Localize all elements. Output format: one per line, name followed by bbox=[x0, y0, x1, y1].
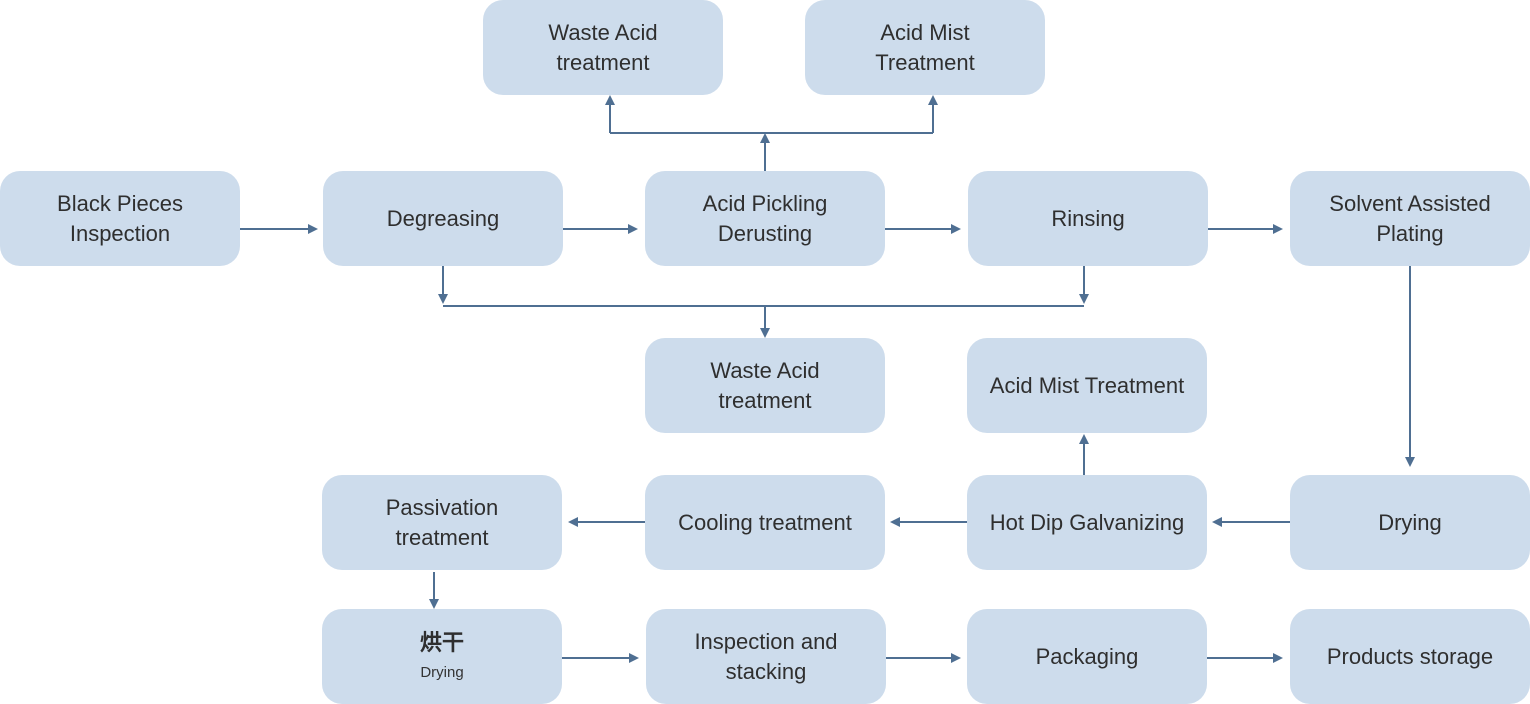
node-packaging: Packaging bbox=[967, 609, 1207, 704]
node-hot-dip-galvanizing: Hot Dip Galvanizing bbox=[967, 475, 1207, 570]
node-label: 烘干 bbox=[419, 630, 464, 656]
node-label: Passivation treatment bbox=[385, 494, 499, 550]
node-acid-mist-treatment-top: Acid Mist Treatment bbox=[805, 0, 1045, 95]
arrowhead bbox=[1405, 457, 1415, 467]
node-label: Waste Acid treatment bbox=[548, 19, 658, 75]
arrowhead bbox=[629, 653, 639, 663]
arrowhead bbox=[951, 653, 961, 663]
arrowhead bbox=[1079, 434, 1089, 444]
node-label: Packaging bbox=[1035, 643, 1139, 669]
node-label: Solvent Assisted Plating bbox=[1329, 190, 1491, 246]
arrowhead bbox=[890, 517, 900, 527]
node-solvent-assisted-plating: Solvent Assisted Plating bbox=[1290, 171, 1530, 266]
arrowhead bbox=[605, 95, 615, 105]
node-label: Hot Dip Galvanizing bbox=[989, 509, 1185, 535]
node-passivation-treatment: Passivation treatment bbox=[322, 475, 562, 570]
arrowhead bbox=[1079, 294, 1089, 304]
node-acid-pickling-derusting: Acid Pickling Derusting bbox=[645, 171, 885, 266]
node-acid-mist-treatment-mid: Acid Mist Treatment bbox=[967, 338, 1207, 433]
arrowhead bbox=[429, 599, 439, 609]
node-degreasing: Degreasing bbox=[323, 171, 563, 266]
node-sublabel: Drying bbox=[420, 663, 464, 681]
node-label: Acid Pickling Derusting bbox=[702, 190, 828, 246]
node-label: Drying bbox=[1378, 509, 1442, 535]
arrowhead bbox=[1273, 224, 1283, 234]
node-label: Inspection and stacking bbox=[694, 628, 838, 684]
arrowhead bbox=[760, 133, 770, 143]
node-drying-cn: 烘干 Drying bbox=[322, 609, 562, 704]
arrowhead bbox=[568, 517, 578, 527]
node-label: Acid Mist Treatment bbox=[875, 19, 975, 75]
node-inspection-and-stacking: Inspection and stacking bbox=[646, 609, 886, 704]
arrowhead bbox=[308, 224, 318, 234]
node-label: Products storage bbox=[1326, 643, 1494, 669]
arrowhead bbox=[928, 95, 938, 105]
node-waste-acid-treatment-mid: Waste Acid treatment bbox=[645, 338, 885, 433]
node-black-pieces-inspection: Black Pieces Inspection bbox=[0, 171, 240, 266]
node-rinsing: Rinsing bbox=[968, 171, 1208, 266]
node-label: Waste Acid treatment bbox=[710, 357, 820, 413]
arrowhead bbox=[1212, 517, 1222, 527]
node-label: Black Pieces Inspection bbox=[57, 190, 183, 246]
node-waste-acid-treatment-top: Waste Acid treatment bbox=[483, 0, 723, 95]
arrowhead bbox=[1273, 653, 1283, 663]
node-label: Acid Mist Treatment bbox=[989, 372, 1185, 398]
node-cooling-treatment: Cooling treatment bbox=[645, 475, 885, 570]
node-products-storage: Products storage bbox=[1290, 609, 1530, 704]
arrowhead bbox=[760, 328, 770, 338]
arrowhead bbox=[438, 294, 448, 304]
node-label: Cooling treatment bbox=[678, 509, 852, 535]
arrowhead bbox=[951, 224, 961, 234]
node-label: Degreasing bbox=[386, 205, 500, 231]
arrowhead bbox=[628, 224, 638, 234]
node-drying: Drying bbox=[1290, 475, 1530, 570]
node-label: Rinsing bbox=[1051, 205, 1125, 231]
